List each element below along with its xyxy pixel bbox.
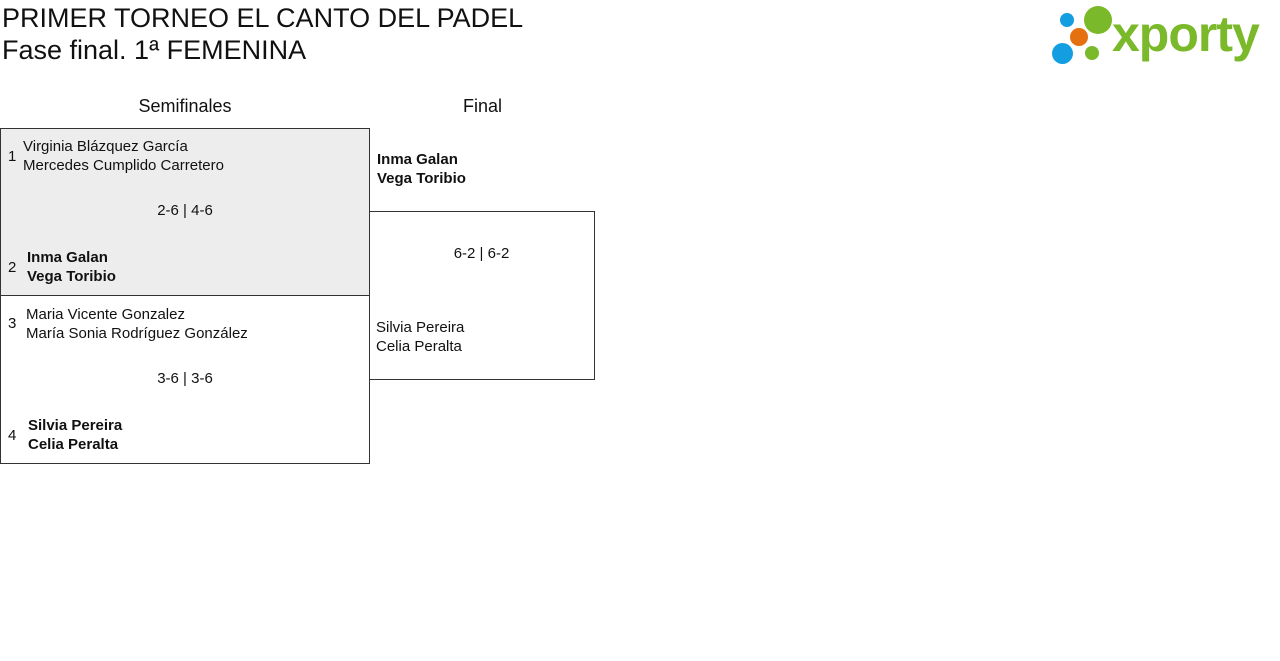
player-name: Silvia Pereira xyxy=(28,417,123,434)
round-label-semifinals: Semifinales xyxy=(138,96,232,116)
team-2-winner: Inma Galan Vega Toribio xyxy=(27,248,116,286)
player-name: Mercedes Cumplido Carretero xyxy=(23,157,224,174)
seed-number: 3 xyxy=(8,315,17,332)
team-4-winner: Silvia Pereira Celia Peralta xyxy=(28,416,122,454)
match-score: 3-6 | 3-6 xyxy=(157,370,213,387)
player-name: Inma Galan xyxy=(27,249,108,266)
match-score: 6-2 | 6-2 xyxy=(453,245,510,262)
page-title: PRIMER TORNEO EL CANTO DEL PADEL Fase fi… xyxy=(2,2,523,66)
match-score: 2-6 | 4-6 xyxy=(157,202,213,219)
team-3: Maria Vicente Gonzalez María Sonia Rodrí… xyxy=(26,305,248,343)
final-team-1-winner: Inma Galan Vega Toribio xyxy=(377,150,466,188)
xporty-logo: xporty xyxy=(1050,4,1275,66)
final-team-2: Silvia Pereira Celia Peralta xyxy=(376,318,464,356)
round-label-final: Final xyxy=(462,96,502,116)
seed-number: 4 xyxy=(8,427,17,444)
final-match[interactable]: 6-2 | 6-2 Silvia Pereira Celia Peralta xyxy=(369,211,595,380)
player-name: Virginia Blázquez García xyxy=(23,138,188,155)
tournament-title: PRIMER TORNEO EL CANTO DEL PADEL xyxy=(2,3,524,33)
player-name: Vega Toribio xyxy=(377,170,466,187)
player-name: Maria Vicente Gonzalez xyxy=(26,306,185,323)
player-name: Silvia Pereira xyxy=(376,319,465,336)
semifinal-match-1[interactable]: 1 Virginia Blázquez García Mercedes Cump… xyxy=(0,128,370,296)
player-name: Celia Peralta xyxy=(28,436,119,453)
player-name: Inma Galan xyxy=(377,151,458,168)
semifinal-match-2[interactable]: 3 Maria Vicente Gonzalez María Sonia Rod… xyxy=(0,295,370,464)
player-name: Celia Peralta xyxy=(376,338,462,355)
player-name: Vega Toribio xyxy=(27,268,116,285)
phase-title: Fase final. 1ª FEMENINA xyxy=(2,35,307,65)
team-1: Virginia Blázquez García Mercedes Cumpli… xyxy=(23,137,224,175)
player-name: María Sonia Rodríguez González xyxy=(26,325,248,342)
seed-number: 1 xyxy=(8,148,17,165)
seed-number: 2 xyxy=(8,259,17,276)
